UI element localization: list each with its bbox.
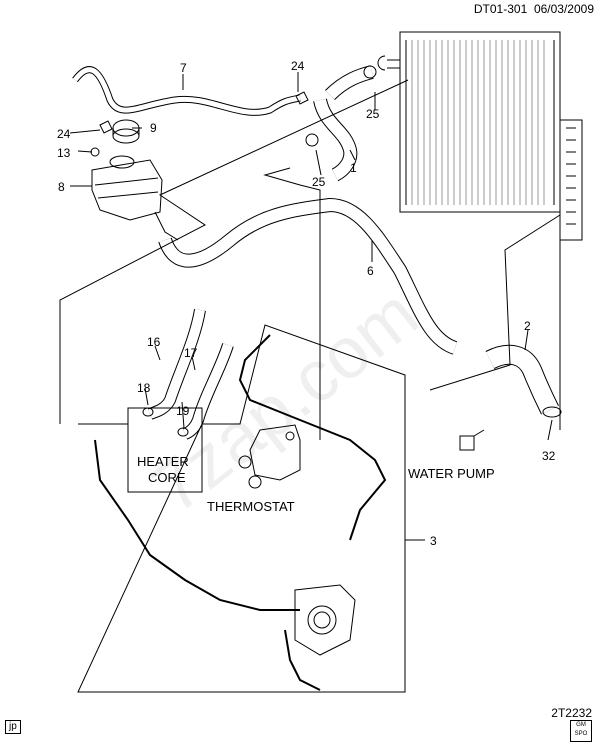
pipe-assembly xyxy=(94,334,387,691)
callout-24-left: 24 xyxy=(57,127,71,141)
thermostat-label: THERMOSTAT xyxy=(207,499,295,514)
diagram-date: 06/03/2009 xyxy=(533,2,594,16)
callout-13: 13 xyxy=(57,146,71,160)
callout-16: 16 xyxy=(147,335,161,349)
callout-32: 32 xyxy=(542,449,556,463)
clamp-25-bottom xyxy=(305,133,319,147)
water-pump-inlet xyxy=(459,429,485,451)
callout-25-top: 25 xyxy=(366,107,380,121)
callout-18: 18 xyxy=(137,381,151,395)
heater-core-label-line2: CORE xyxy=(148,470,186,485)
reservoir-cap xyxy=(112,119,140,144)
assembly-frame-3 xyxy=(77,324,406,693)
callout-3: 3 xyxy=(430,534,437,548)
callout-17: 17 xyxy=(184,346,198,360)
header-code-date: DT01-301 06/03/2009 xyxy=(474,2,594,16)
clamp-25-top xyxy=(363,65,377,79)
clamp-24-top xyxy=(295,91,309,105)
thermostat-housing xyxy=(238,424,301,489)
gm-spo-logo: GM SPO xyxy=(570,720,592,742)
clamp-19 xyxy=(177,427,189,437)
locale-tag: jp xyxy=(5,720,21,734)
callout-1: 1 xyxy=(350,161,357,175)
figure-reference: 2T2232 xyxy=(551,706,592,720)
heater-core-box xyxy=(127,407,203,493)
callout-6: 6 xyxy=(367,264,374,278)
callout-25-bottom: 25 xyxy=(312,175,326,189)
callout-24-top: 24 xyxy=(291,59,305,73)
clip-13 xyxy=(90,147,100,157)
heater-core-label-line1: HEATER xyxy=(137,454,189,469)
diagram-code: DT01-301 xyxy=(473,2,528,16)
callout-8: 8 xyxy=(58,180,65,194)
clamp-24-left xyxy=(99,120,113,134)
callout-9: 9 xyxy=(150,121,157,135)
throttle-body xyxy=(294,584,356,656)
coolant-reservoir xyxy=(91,155,179,241)
watermark: 7zap.com xyxy=(138,273,433,528)
clamp-32 xyxy=(542,406,562,418)
callout-2: 2 xyxy=(524,319,531,333)
callout-19: 19 xyxy=(176,404,190,418)
water-pump-label: WATER PUMP xyxy=(408,466,495,481)
callout-7: 7 xyxy=(180,61,187,75)
radiator xyxy=(377,31,583,241)
